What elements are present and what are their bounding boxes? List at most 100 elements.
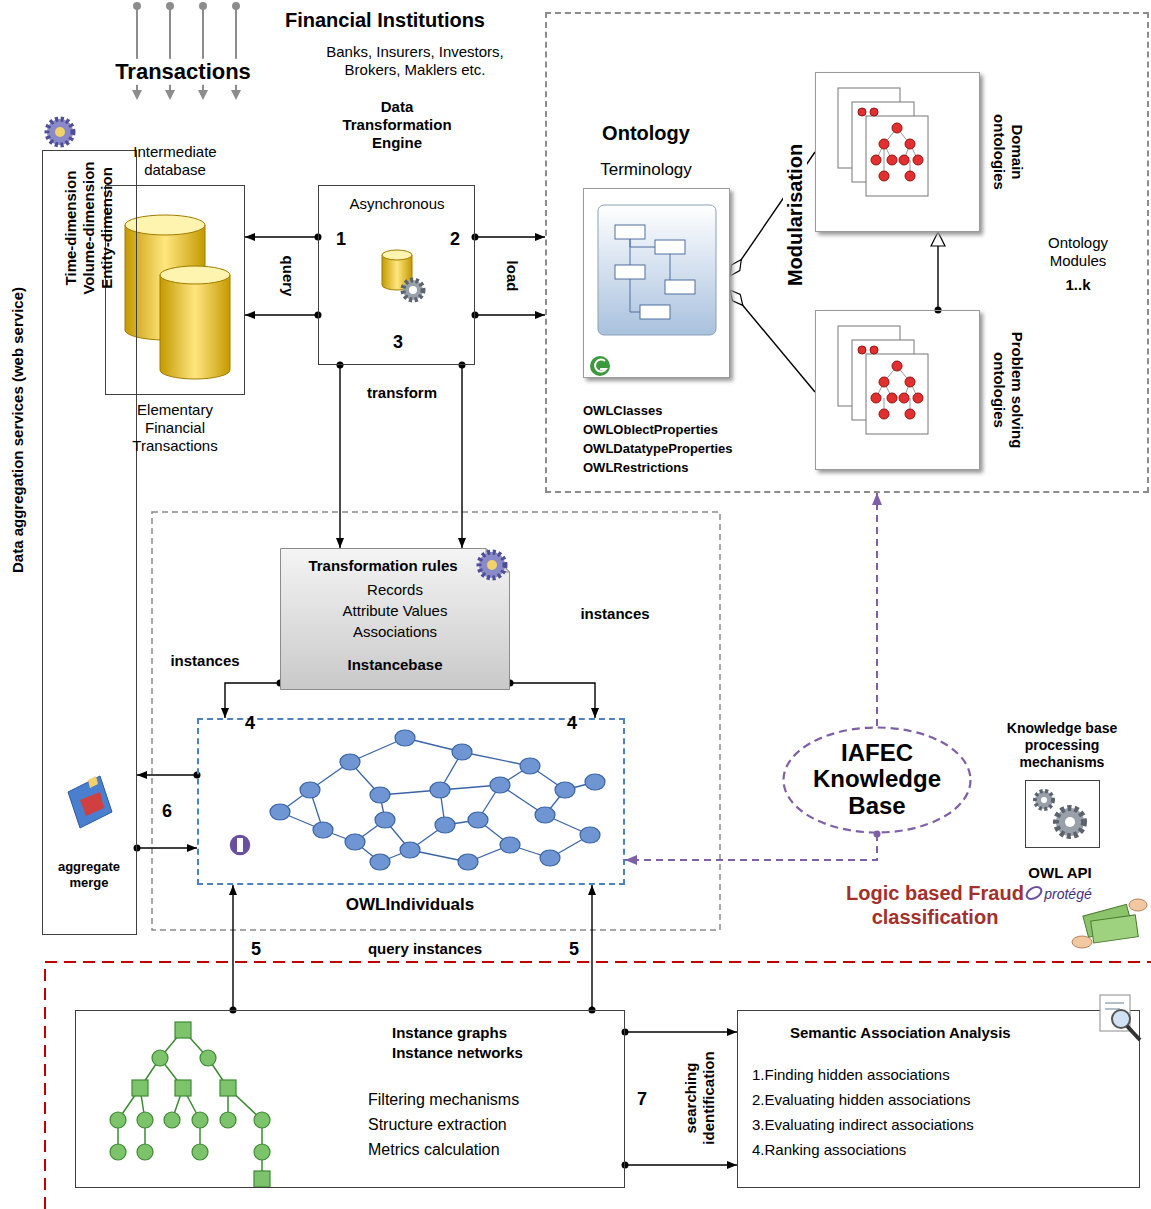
transaction-arrows xyxy=(132,90,241,100)
node-text: Ontology xyxy=(566,121,726,145)
node-text: Associations xyxy=(305,623,485,641)
terminology-icon xyxy=(655,240,685,254)
callout-number: 4 xyxy=(238,713,262,735)
node-text: Metrics calculation xyxy=(368,1140,588,1159)
terminology-icon xyxy=(615,225,645,239)
connector-label: instances xyxy=(565,605,665,623)
connector-dot xyxy=(622,1162,629,1169)
instance-tree-icon xyxy=(192,1112,208,1128)
instance-network xyxy=(435,817,455,833)
terminology-icon xyxy=(640,305,670,319)
instance-network xyxy=(270,804,290,820)
instance-network xyxy=(468,812,488,828)
instance-tree-icon xyxy=(220,1112,236,1128)
institutions-heading: Financial Institutions xyxy=(235,8,535,32)
connector-dot xyxy=(472,234,479,241)
node-text: aggregate merge xyxy=(49,859,129,890)
aggregation-icons xyxy=(55,127,65,137)
callout-number: 6 xyxy=(155,801,179,823)
ontology-sheets-icon xyxy=(870,108,878,116)
transaction-arrows xyxy=(132,3,241,100)
callout-number: 7 xyxy=(630,1089,654,1111)
ontology-sheets-icon xyxy=(887,155,897,165)
node-text: Transformation rules xyxy=(283,557,483,575)
node-text: Instance graphs xyxy=(392,1024,612,1042)
instance-tree-icon xyxy=(192,1144,208,1160)
node-text: OWLClasses xyxy=(583,403,803,419)
ontology-sheets-icon xyxy=(905,377,915,387)
ontology-sheets-icon xyxy=(899,393,909,403)
connector xyxy=(625,834,877,860)
magnifier-icon xyxy=(1105,1003,1124,1009)
instance-graphs-box: Instance graphsInstance networksFilterin… xyxy=(75,1010,625,1188)
transaction-arrows xyxy=(134,3,140,9)
connector xyxy=(730,290,815,392)
node-text: OWL API xyxy=(1010,864,1110,882)
terminology-icon xyxy=(598,205,716,335)
processing-mechanisms-box: Knowledge base processing mechanismsOWL … xyxy=(1025,780,1100,848)
node-text: 1..k xyxy=(1048,276,1108,294)
node-text: Filtering mechanisms xyxy=(368,1090,588,1109)
node-text: 2.Evaluating hidden associations xyxy=(752,1091,1052,1109)
connector-label: instances xyxy=(155,652,255,670)
terminology-icon xyxy=(589,355,611,377)
transaction-arrows xyxy=(167,3,173,9)
connector-dot xyxy=(622,1029,629,1036)
money-icon xyxy=(1129,899,1147,911)
individuals-region: OWLIndividuals xyxy=(197,718,625,885)
node-text: Entity-dimension xyxy=(98,153,116,303)
connector xyxy=(625,1164,737,1165)
engine-icon xyxy=(409,286,417,294)
transaction-arrows xyxy=(233,3,239,9)
magnifier-icon xyxy=(1112,1010,1130,1028)
instance-tree-icon xyxy=(175,1022,191,1038)
ontology-sheets-icon xyxy=(858,108,866,116)
knowledge-base-ellipse: IAFEC Knowledge Base xyxy=(782,726,972,834)
ontology-sheets-icon xyxy=(892,361,902,371)
ontology-sheets-icon xyxy=(905,139,915,149)
engine-icon xyxy=(382,250,423,300)
connector-label: load xyxy=(503,246,521,306)
terminology-box: OntologyTerminologyOWLClassesOWLOblectPr… xyxy=(583,188,730,378)
callout-number: 5 xyxy=(562,939,586,961)
instance-network xyxy=(375,812,395,828)
instance-tree-icon xyxy=(110,1144,126,1160)
instance-tree-icon xyxy=(254,1144,270,1160)
instance-tree-icon xyxy=(175,1080,191,1096)
node-text: Instancebase xyxy=(305,656,485,674)
node-text: Ontology Modules xyxy=(1038,234,1118,270)
connector xyxy=(510,683,595,718)
ontology-sheets-icon xyxy=(899,155,909,165)
ontology-sheets-icon xyxy=(871,393,881,403)
engine-icon xyxy=(403,280,423,300)
node-text: Terminology xyxy=(566,160,726,180)
instance-tree-icon xyxy=(164,1112,180,1128)
node-text: OWLDatatypeProperties xyxy=(583,441,803,457)
instance-network xyxy=(500,837,520,853)
instance-network xyxy=(300,782,320,798)
instance-network xyxy=(229,834,251,856)
node-text: Modularisation xyxy=(783,141,807,289)
connector xyxy=(876,493,878,726)
ontology-sheets-icon xyxy=(866,354,928,434)
node-text: protégé xyxy=(1028,886,1108,903)
ontology-sheets-icon xyxy=(876,128,918,414)
terminology-icon xyxy=(595,360,606,372)
ontology-sheets-icon xyxy=(838,88,928,434)
folded-note-outline xyxy=(281,549,510,690)
processing-gears xyxy=(1041,797,1047,803)
instance-network xyxy=(237,838,243,852)
ontology-sheets-icon xyxy=(858,346,866,354)
ontology-sheets-icon xyxy=(879,377,889,387)
domain-ontologies-box: Domain ontologies xyxy=(815,72,980,232)
problem-solving-ontologies-box: Problem solving ontologies xyxy=(815,310,980,470)
instance-network xyxy=(520,758,540,774)
connector xyxy=(475,236,545,237)
instance-network xyxy=(270,730,605,870)
terminology-icon xyxy=(665,280,695,294)
node-text: OWLOblectProperties xyxy=(583,422,803,438)
callout-number: 4 xyxy=(560,713,584,735)
node-text: Problem solving ontologies xyxy=(990,325,1026,455)
